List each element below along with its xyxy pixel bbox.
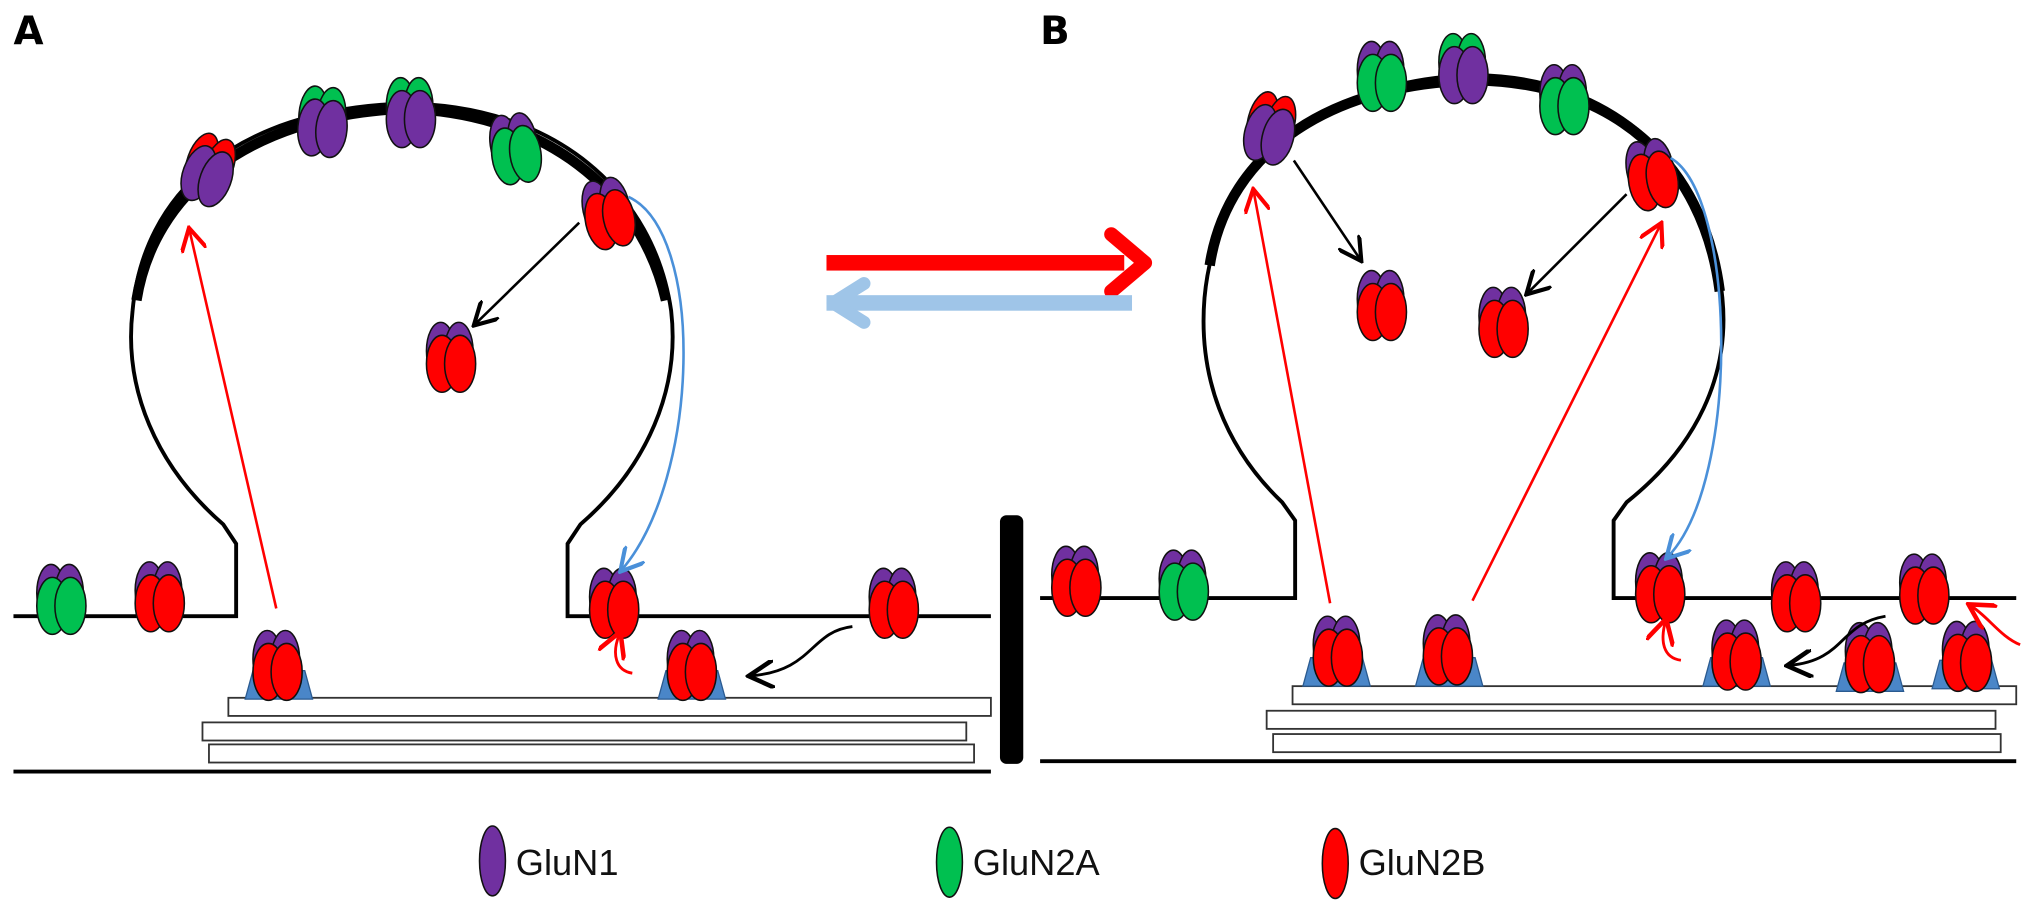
- exocytosis-arrow: [1471, 225, 1661, 602]
- lateral-diffusion-arrow: [751, 625, 853, 676]
- psd-layer-b1: [1291, 685, 2018, 706]
- reverse-arrow: [826, 277, 1133, 329]
- receptor-synaptic-glun2b: [1941, 620, 1993, 693]
- insertion-arrow: [1663, 621, 1682, 662]
- equilibrium-arrows: [826, 227, 1153, 329]
- exocytosis-arrow: [1254, 192, 1332, 604]
- receptor-glun1-glun2a: [294, 84, 352, 160]
- receptor-glun1-glun2b: [868, 567, 920, 640]
- forward-arrow: [826, 227, 1153, 299]
- legend-label-glun2a: GluN2A: [973, 842, 1101, 883]
- panel-a-label: A: [13, 9, 43, 54]
- panel-a: A: [13, 9, 1024, 774]
- receptor-glun1-glun2a: [485, 109, 546, 188]
- receptor-synaptic-glun2b: [1422, 614, 1474, 686]
- receptor-glun1-glun2b: [1898, 553, 1950, 625]
- legend-label-glun1: GluN1: [516, 842, 619, 883]
- receptor-internalized-glun2b: [425, 321, 477, 394]
- legend-item-glun2b: GluN2B: [1321, 827, 1486, 900]
- psd-layer-b2: [1265, 709, 1997, 730]
- glun1-swatch: [478, 825, 507, 897]
- receptor-glun1-glun2b: [1050, 545, 1102, 618]
- receptor-glun1-glun2b: [1634, 552, 1686, 624]
- lateral-diffusion-arrow: [1790, 614, 1886, 665]
- receptor-glun1-glun2b: [588, 567, 640, 640]
- receptor-glun1-glun2a: [385, 76, 437, 149]
- receptor-internalized-glun2b: [1478, 286, 1529, 359]
- receptor-glun1-glun2b: [134, 561, 186, 633]
- endocytosis-arrow: [1292, 159, 1360, 259]
- endocytosis-arrow: [1528, 193, 1628, 292]
- receptor-glun1-glun2a: [35, 563, 87, 636]
- receptor-synaptic-glun2b: [1844, 621, 1896, 694]
- psd-layer-a1: [227, 696, 992, 717]
- receptor-synaptic-glun2b: [1711, 619, 1762, 691]
- psd-layer-b3: [1272, 733, 2002, 754]
- receptor-glun1-glun2b: [1621, 135, 1684, 215]
- legend-label-glun2b: GluN2B: [1359, 842, 1486, 883]
- panel-separator: [999, 515, 1024, 764]
- receptor-glun1-glun2a: [1539, 63, 1590, 136]
- glun2a-swatch: [935, 826, 964, 898]
- glun2b-swatch: [1321, 827, 1349, 900]
- recycling-arrow: [622, 195, 685, 570]
- receptor-internalized-glun2b: [1356, 269, 1408, 342]
- psd-layer-a3: [208, 743, 975, 764]
- legend-item-glun2a: GluN2A: [935, 826, 1101, 898]
- receptor-synaptic-glun2b: [666, 629, 718, 702]
- legend-item-glun1: GluN1: [478, 825, 619, 897]
- panel-b-label: B: [1040, 9, 1070, 54]
- legend: GluN1 GluN2A GluN2B: [478, 825, 1486, 900]
- receptor-synaptic-glun2b: [1312, 615, 1364, 687]
- receptor-glun1-glun2a: [1356, 40, 1408, 113]
- panel-b: B: [1040, 9, 2021, 764]
- psd-layer-a2: [201, 721, 968, 742]
- recycling-arrow: [1668, 156, 1723, 557]
- receptor-glun1-glun2a: [1438, 32, 1489, 105]
- receptor-glun1-glun2b: [1237, 87, 1305, 170]
- receptor-glun1-glun2b: [1770, 561, 1822, 633]
- insertion-arrow: [616, 634, 633, 675]
- exocytosis-arrow: [190, 230, 278, 609]
- receptor-synaptic-glun2b: [252, 629, 303, 702]
- receptor-glun1-glun2a: [1158, 549, 1210, 621]
- receptor-glun1-glun2b: [576, 173, 641, 254]
- insertion-arrow: [1971, 606, 2021, 647]
- endocytosis-arrow: [476, 221, 581, 324]
